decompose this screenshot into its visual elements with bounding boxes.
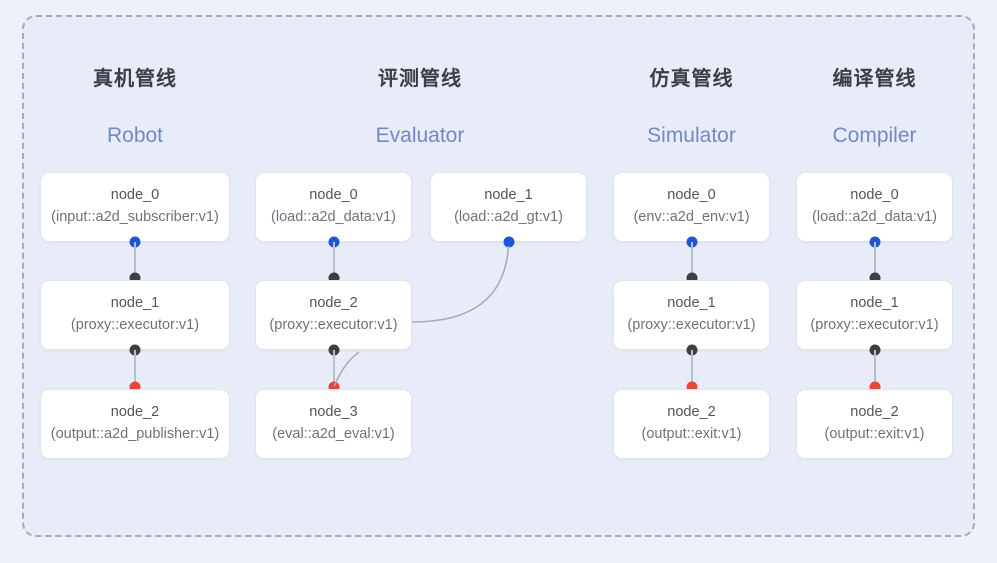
- node-input-port-red[interactable]: [328, 381, 339, 393]
- node-name: node_0: [667, 187, 716, 204]
- node-input-port-black[interactable]: [129, 272, 141, 284]
- node-kind: (proxy::executor:v1): [627, 317, 756, 333]
- node-card-evaluator-2[interactable]: node_2 (proxy::executor:v1): [255, 280, 412, 350]
- node-kind: (proxy::executor:v1): [269, 317, 398, 333]
- node-card-robot-2[interactable]: node_2 (output::a2d_publisher:v1): [40, 389, 230, 459]
- node-name: node_0: [850, 187, 899, 204]
- connector-line: [134, 350, 136, 387]
- node-kind: (proxy::executor:v1): [810, 317, 939, 333]
- connector-line: [690, 350, 693, 387]
- connector-line: [332, 242, 335, 278]
- node-name: node_0: [309, 187, 358, 204]
- node-card-simulator-2[interactable]: node_2 (output::exit:v1): [613, 389, 770, 459]
- node-name: node_3: [309, 404, 358, 421]
- node-kind: (input::a2d_subscriber:v1): [51, 209, 219, 225]
- column-title-cn-simulator: 仿真管线: [649, 68, 734, 90]
- node-card-compiler-2[interactable]: node_2 (output::exit:v1): [796, 389, 953, 459]
- node-card-simulator-1[interactable]: node_1 (proxy::executor:v1): [613, 280, 770, 350]
- node-card-compiler-0[interactable]: node_0 (load::a2d_data:v1): [796, 172, 953, 242]
- connector-line: [134, 242, 136, 278]
- node-card-simulator-0[interactable]: node_0 (env::a2d_env:v1): [613, 172, 770, 242]
- node-output-port-blue-gt[interactable]: [503, 236, 514, 248]
- node-name: node_0: [110, 187, 160, 204]
- column-title-en-robot: Robot: [106, 124, 164, 147]
- column-title-en-compiler: Compiler: [832, 124, 917, 147]
- column-title-cn-evaluator: 评测管线: [378, 68, 462, 90]
- connector-line: [332, 350, 335, 387]
- node-card-compiler-1[interactable]: node_1 (proxy::executor:v1): [796, 280, 953, 350]
- node-kind: (load::a2d_data:v1): [271, 209, 396, 225]
- node-card-evaluator-3[interactable]: node_3 (eval::a2d_eval:v1): [255, 389, 412, 459]
- node-name: node_1: [667, 295, 716, 312]
- node-kind: (env::a2d_env:v1): [633, 209, 750, 225]
- node-kind: (proxy::executor:v1): [70, 317, 200, 333]
- node-name: node_1: [110, 295, 160, 312]
- node-kind: (output::exit:v1): [641, 426, 742, 442]
- node-card-evaluator-0[interactable]: node_0 (load::a2d_data:v1): [255, 172, 412, 242]
- node-name: node_1: [484, 187, 533, 204]
- column-title-cn-robot: 真机管线: [93, 68, 177, 90]
- column-title-en-evaluator: Evaluator: [375, 124, 465, 147]
- connector-line: [873, 350, 876, 387]
- node-name: node_2: [309, 295, 358, 312]
- node-input-port-red[interactable]: [129, 381, 141, 393]
- node-kind: (load::a2d_data:v1): [812, 209, 937, 225]
- connector-line: [690, 242, 693, 278]
- node-card-robot-1[interactable]: node_1 (proxy::executor:v1): [40, 280, 230, 350]
- connector-line: [873, 242, 876, 278]
- node-input-port-black[interactable]: [869, 272, 880, 284]
- node-name: node_2: [110, 404, 160, 421]
- node-input-port-black[interactable]: [328, 272, 339, 284]
- node-name: node_2: [850, 404, 899, 421]
- node-kind: (output::a2d_publisher:v1): [50, 426, 220, 442]
- node-input-port-red[interactable]: [869, 381, 880, 393]
- node-card-robot-0[interactable]: node_0 (input::a2d_subscriber:v1): [40, 172, 230, 242]
- node-kind: (load::a2d_gt:v1): [454, 209, 563, 225]
- node-input-port-black[interactable]: [686, 272, 697, 284]
- node-card-evaluator-1-gt[interactable]: node_1 (load::a2d_gt:v1): [430, 172, 587, 242]
- node-kind: (eval::a2d_eval:v1): [272, 426, 395, 442]
- column-title-en-simulator: Simulator: [647, 124, 736, 147]
- node-name: node_1: [850, 295, 899, 312]
- column-title-cn-compiler: 编译管线: [832, 68, 917, 90]
- node-input-port-red[interactable]: [686, 381, 697, 393]
- node-kind: (output::exit:v1): [824, 426, 925, 442]
- node-name: node_2: [667, 404, 716, 421]
